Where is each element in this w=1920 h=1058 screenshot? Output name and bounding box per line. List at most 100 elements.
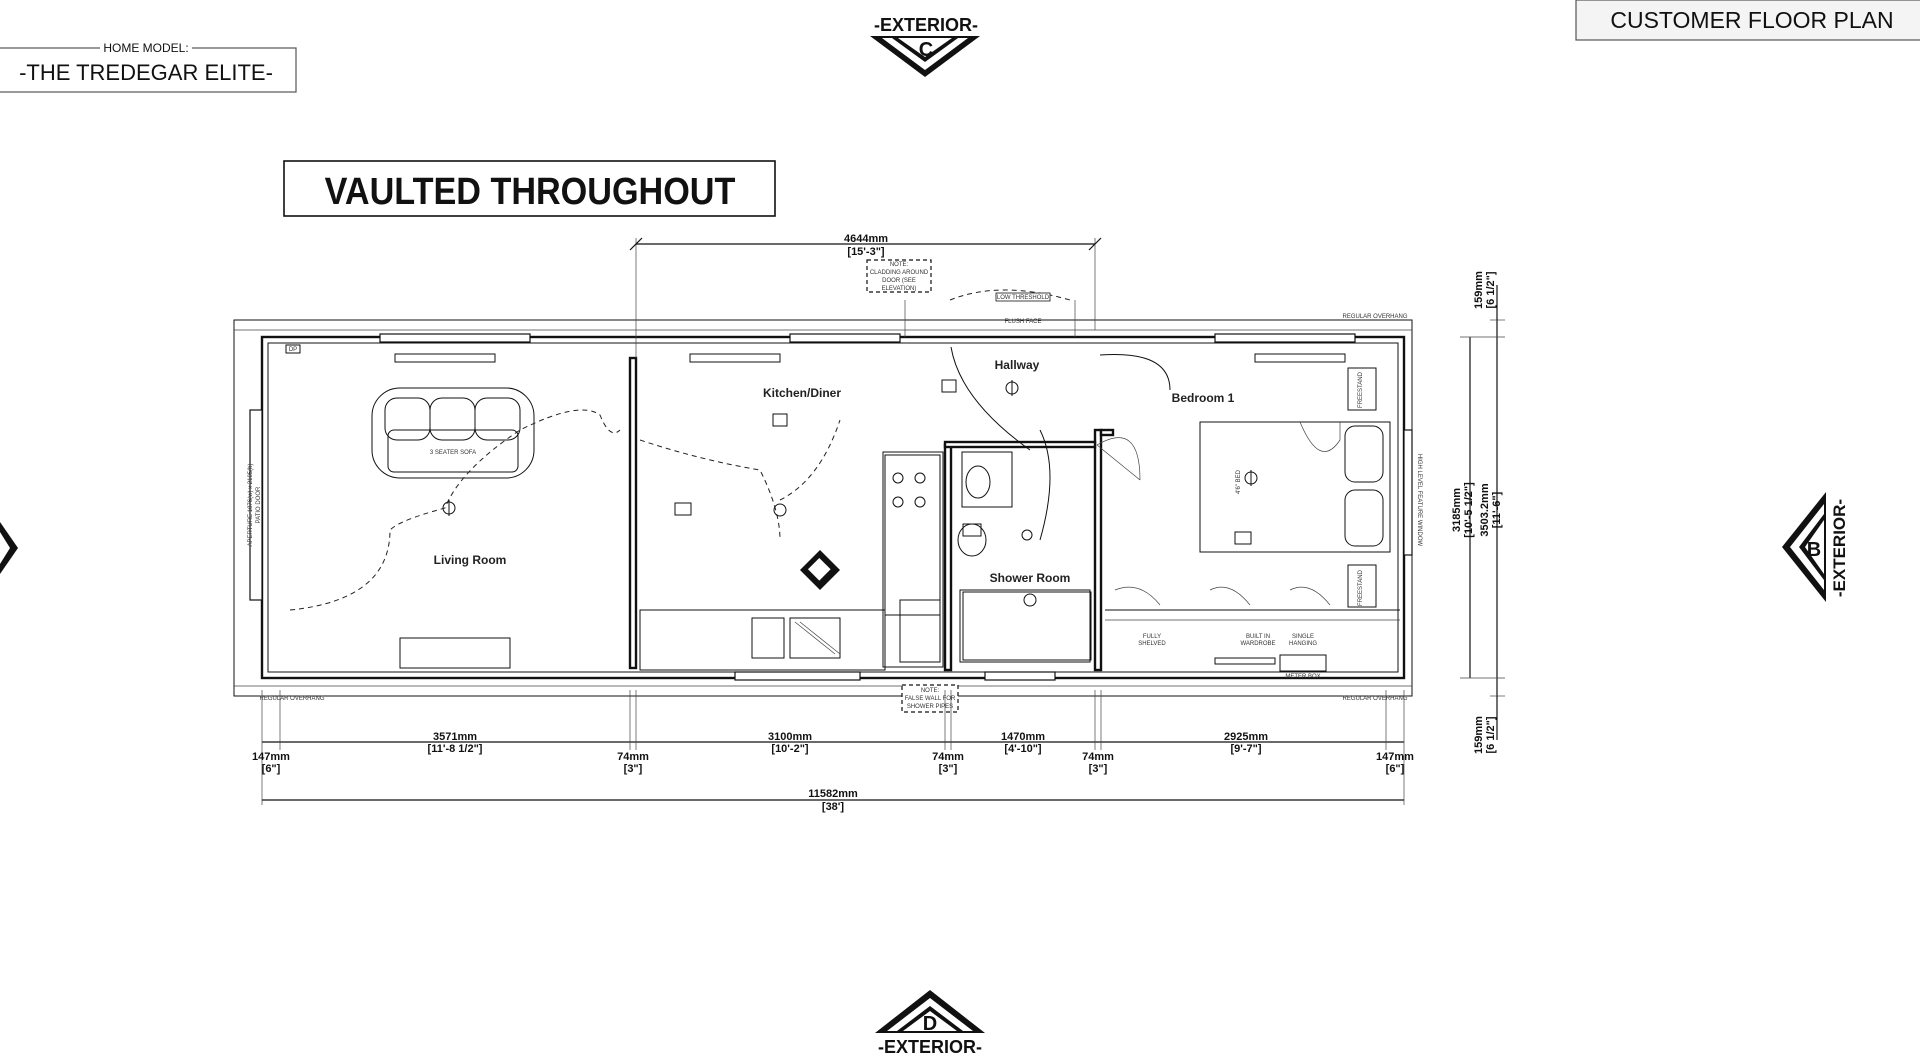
vaulted-box: VAULTED THROUGHOUT xyxy=(283,160,776,217)
dim-imp: [6"] xyxy=(1386,763,1405,775)
dim-segment: 1470mm [4'-10"] xyxy=(1001,731,1045,755)
wardrobe-label: WARDROBE xyxy=(1240,641,1275,647)
right-bottom-imp: [6 1/2"] xyxy=(1485,716,1497,753)
note-text: FLUSH FACE xyxy=(1004,319,1041,325)
false-wall-note: NOTE: FALSE WALL FOR SHOWER PIPES xyxy=(901,684,959,713)
dim-imp: [10'-2"] xyxy=(771,743,809,755)
dim-mm: 74mm xyxy=(1082,751,1114,763)
bottom-dimensions: 147mm [6"] 3571mm [11'-8 1/2"] 74mm [3"]… xyxy=(252,690,1414,813)
dim-segment: 147mm [6"] xyxy=(252,751,290,775)
kitchen-worktop xyxy=(639,609,886,671)
dim-mm: 3100mm xyxy=(768,731,812,743)
exterior-c-marker: -EXTERIOR- C xyxy=(870,15,980,77)
dim-segment: 74mm [3"] xyxy=(617,751,649,775)
sink xyxy=(751,617,785,659)
dim-mm: 1470mm xyxy=(1001,731,1045,743)
dim-mm: 147mm xyxy=(252,751,290,763)
exterior-c-letter: C xyxy=(919,39,933,61)
wardrobe-label: BUILT IN xyxy=(1246,634,1270,640)
bedside-left xyxy=(1347,367,1377,411)
exterior-d-letter: D xyxy=(923,1013,937,1035)
dim-mm: 74mm xyxy=(617,751,649,763)
outer-width-mm: 3503.2mm xyxy=(1479,483,1491,536)
room-living-room: Living Room xyxy=(434,553,507,567)
right-top-mm: 159mm xyxy=(1473,271,1485,309)
dim-mm: 74mm xyxy=(932,751,964,763)
inner-width-imp: [10'-5 1/2"] xyxy=(1463,482,1475,538)
shower-tray xyxy=(962,591,1092,661)
room-hallway: Hallway xyxy=(995,358,1040,372)
overall-length-imp: [38'] xyxy=(822,801,845,813)
dim-segment: 3571mm [11'-8 1/2"] xyxy=(428,731,483,755)
right-bottom-mm: 159mm xyxy=(1473,716,1485,754)
dim-mm: 3571mm xyxy=(433,731,477,743)
room-bedroom-1: Bedroom 1 xyxy=(1172,391,1235,405)
sofa: 3 SEATER SOFA xyxy=(371,387,535,479)
top-dim-mm: 4644mm xyxy=(844,233,888,245)
kit-diamond xyxy=(800,550,840,590)
outer-width-imp: [11'-6"] xyxy=(1491,491,1503,528)
basin-unit xyxy=(961,451,1013,508)
kitchen-circuit xyxy=(639,419,841,541)
dim-segment: 2925mm [9'-7"] xyxy=(1224,731,1268,755)
home-model-box: HOME MODEL: -THE TREDEGAR ELITE- xyxy=(0,40,297,93)
wardrobe-label: FULLY xyxy=(1143,634,1161,640)
top-dim-imp: [15'-3"] xyxy=(847,246,885,258)
patio-door-label: PATIO DOOR xyxy=(256,486,262,523)
overhang-label: REGULAR OVERHANG xyxy=(1342,696,1407,702)
kitchen-units xyxy=(884,454,941,616)
note-text: DOOR (SEE xyxy=(882,278,916,284)
dim-imp: [3"] xyxy=(939,763,958,775)
inner-width-mm: 3185mm xyxy=(1451,488,1463,532)
freestand-label: FREESTAND xyxy=(1358,371,1364,408)
room-kitchen-diner: Kitchen/Diner xyxy=(763,386,841,400)
dim-segment: 3100mm [10'-2"] xyxy=(768,731,812,755)
room-shower-room: Shower Room xyxy=(990,571,1071,585)
hallway-doors xyxy=(904,289,1171,541)
dim-imp: [6"] xyxy=(262,763,281,775)
bed-label: 4'6" BED xyxy=(1236,469,1242,494)
double-bed xyxy=(1199,421,1391,553)
right-dimensions: 159mm [6 1/2"] 3185mm [10'-5 1/2"] 3503.… xyxy=(1451,271,1505,754)
overhang-label: REGULAR OVERHANG xyxy=(1342,314,1407,320)
bedside-right xyxy=(1347,564,1377,608)
wardrobe-label: HANGING xyxy=(1289,641,1317,647)
exterior-d-marker: D -EXTERIOR- xyxy=(875,990,985,1057)
dim-imp: [3"] xyxy=(1089,763,1108,775)
dim-imp: [11'-8 1/2"] xyxy=(428,743,483,755)
note-text: ELEVATION) xyxy=(882,286,917,292)
meter-box xyxy=(1279,654,1327,672)
exterior-d-label: -EXTERIOR- xyxy=(878,1037,982,1057)
exterior-b-label: -EXTERIOR- xyxy=(1830,499,1849,597)
radiators xyxy=(394,353,1346,665)
home-model-name: -THE TREDEGAR ELITE- xyxy=(19,60,273,85)
home-model-label: HOME MODEL: xyxy=(103,41,188,55)
exterior-c-label: -EXTERIOR- xyxy=(874,15,978,35)
dim-imp: [3"] xyxy=(624,763,643,775)
note-text: CLADDING AROUND xyxy=(870,270,929,276)
tv-unit xyxy=(399,637,511,669)
exterior-b-marker: B -EXTERIOR- xyxy=(1782,492,1849,602)
dim-segment: 74mm [3"] xyxy=(932,751,964,775)
dim-segment: 147mm [6"] xyxy=(1376,751,1414,775)
note-text: LOW THRESHOLD xyxy=(997,295,1050,301)
note-text: NOTE: xyxy=(921,688,940,694)
windows xyxy=(249,333,1413,681)
lighting-circuit xyxy=(289,409,621,611)
wardrobe-label: SHELVED xyxy=(1138,641,1166,647)
window-label: HIGH LEVEL FEATURE WINDOW xyxy=(1416,454,1422,547)
vaulted-title: VAULTED THROUGHOUT xyxy=(325,169,736,212)
note-text: NOTE: xyxy=(890,262,909,268)
plan-title: CUSTOMER FLOOR PLAN xyxy=(1610,7,1893,33)
exterior-a-marker-partial xyxy=(0,522,18,574)
freestand-label: FREESTAND xyxy=(1358,569,1364,606)
dim-imp: [9'-7"] xyxy=(1230,743,1261,755)
dp-label: DP xyxy=(289,347,297,353)
overall-length-mm: 11582mm xyxy=(808,788,858,800)
wardrobe-label: SINGLE xyxy=(1292,634,1314,640)
note-text: SHOWER PIPES xyxy=(907,704,953,710)
meter-box-label: METER BOX xyxy=(1285,674,1320,680)
low-threshold-note: LOW THRESHOLD FLUSH FACE xyxy=(995,292,1051,325)
dim-imp: [4'-10"] xyxy=(1004,743,1042,755)
